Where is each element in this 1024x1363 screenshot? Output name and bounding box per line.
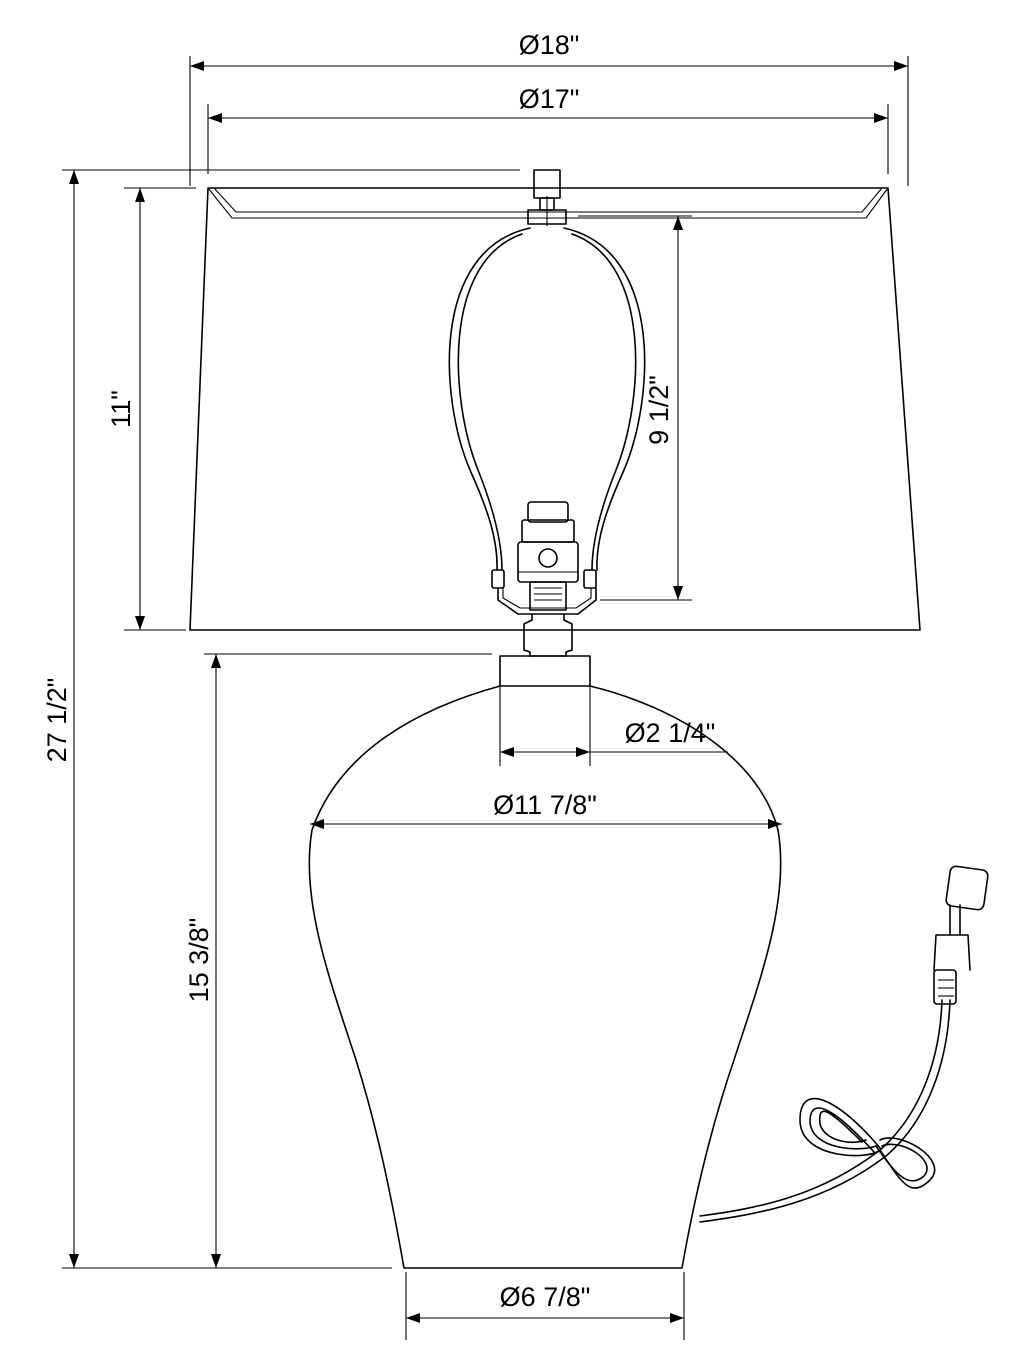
label-neck-diameter: Ø2 1/4" bbox=[625, 718, 716, 748]
label-base-height: 15 3/8" bbox=[184, 918, 214, 1003]
label-overall-height: 27 1/2" bbox=[42, 678, 72, 763]
lamp-socket bbox=[517, 501, 579, 611]
dimension-lines bbox=[69, 61, 908, 1323]
label-shade-height: 11" bbox=[106, 390, 136, 428]
dimension-labels: Ø18" Ø17" 11" 9 1/2" 27 1/2" 15 3/8" Ø2 … bbox=[42, 30, 715, 1312]
power-cord-and-plug bbox=[699, 865, 989, 1223]
label-harp-height: 9 1/2" bbox=[644, 375, 674, 445]
lamp-shade bbox=[189, 187, 921, 631]
harp bbox=[448, 227, 646, 615]
label-foot-diameter: Ø6 7/8" bbox=[500, 1282, 591, 1312]
label-body-diameter: Ø11 7/8" bbox=[493, 790, 597, 820]
lamp-neck bbox=[499, 613, 591, 687]
lamp-body bbox=[308, 685, 782, 1269]
label-shade-inner-diameter: Ø17" bbox=[519, 84, 580, 114]
label-shade-top-diameter: Ø18" bbox=[519, 30, 580, 60]
extension-lines bbox=[62, 56, 909, 1340]
finial bbox=[527, 169, 567, 226]
